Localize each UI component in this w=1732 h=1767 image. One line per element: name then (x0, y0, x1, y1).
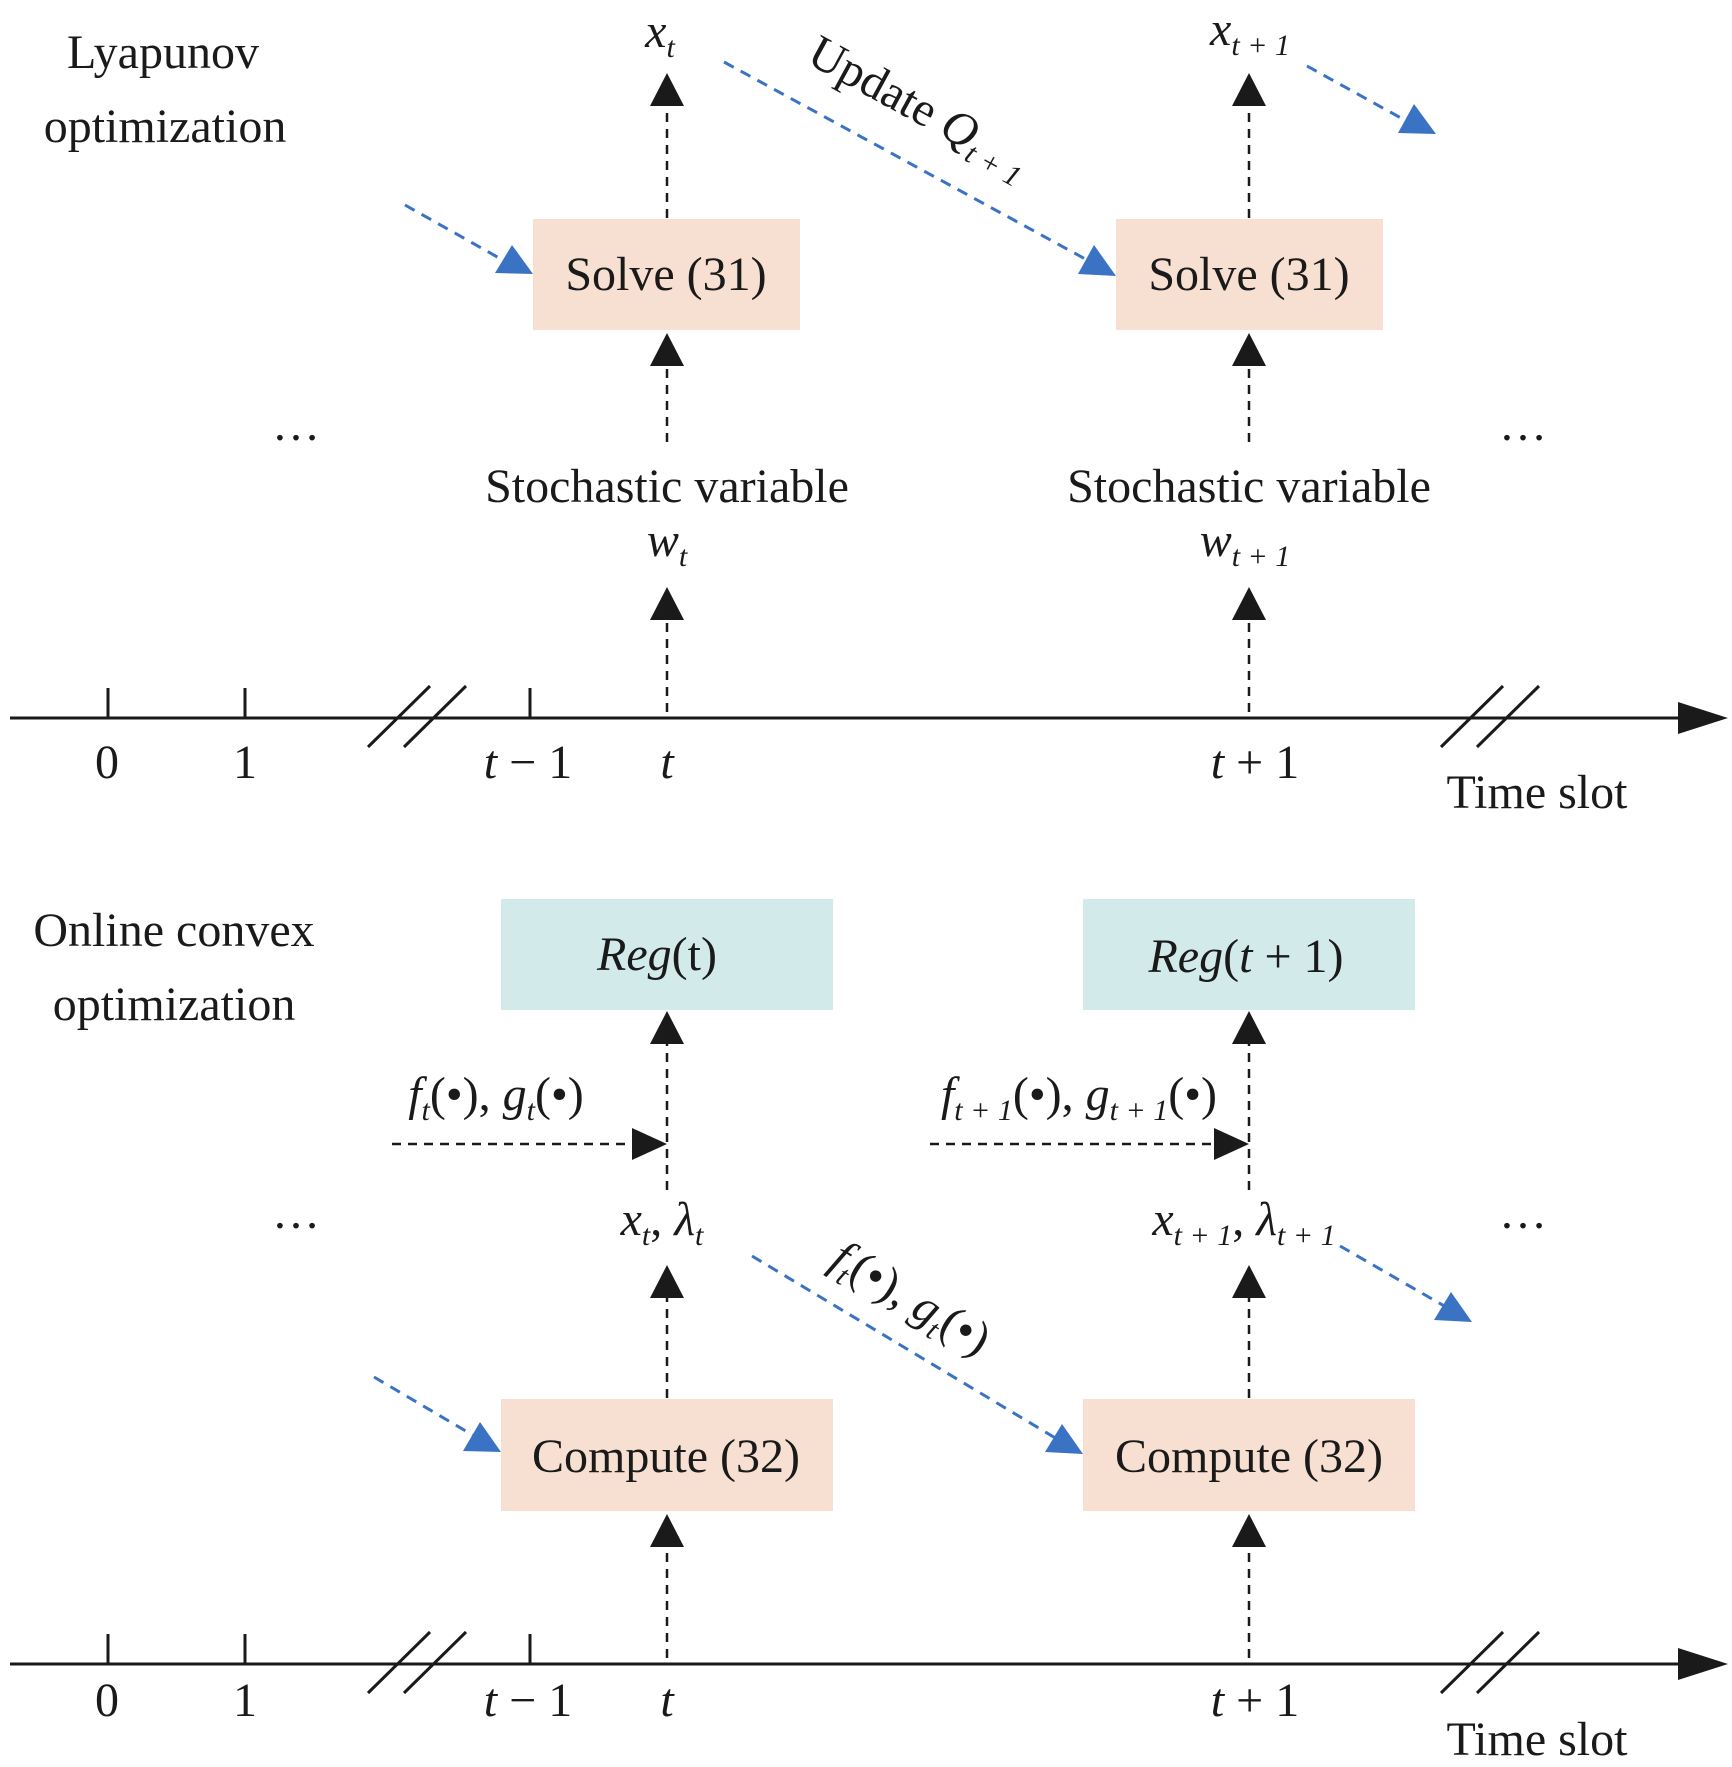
blue-arrowhead-out-right-top (1398, 104, 1436, 134)
ellipsis-left-bottom: … (272, 1186, 320, 1239)
break-mark-left-a (366, 1630, 432, 1695)
regret-box-t1 (1083, 899, 1415, 1010)
lyapunov-title-line1: Lyapunov (67, 26, 259, 79)
arrowhead-w-t1 (1232, 587, 1266, 620)
stochastic-variable-w-t: wt (647, 514, 688, 573)
blue-arrow-update-q (723, 60, 1090, 263)
blue-arrowhead-into-compute-t (463, 1422, 501, 1452)
blue-arrowhead-into-solve-t (495, 245, 533, 274)
axis-label-time-slot: Time slot (1447, 766, 1629, 819)
tick-label-t: t (660, 1674, 675, 1727)
compute-box-t1-label: Compute (32) (1115, 1430, 1383, 1483)
oco-panel: Online convex optimization 0 1 t − 1 t t… (10, 899, 1728, 1766)
arrowhead-x-t (650, 73, 684, 106)
tick-label-1: 1 (233, 1674, 257, 1727)
time-axis-bottom: 0 1 t − 1 t t + 1 Time slot (10, 1630, 1728, 1766)
tick-label-t-minus-1: t − 1 (484, 1674, 572, 1727)
arrowhead-x-t1 (1232, 73, 1266, 106)
ellipsis-right-top: … (1499, 398, 1547, 451)
tick-label-t: t (660, 736, 675, 789)
oco-title-line1: Online convex (33, 904, 314, 957)
lyapunov-panel: Lyapunov optimization 0 1 t − 1 t t + 1 … (10, 3, 1728, 819)
tick-label-t-minus-1: t − 1 (484, 736, 572, 789)
axis-arrowhead (1678, 1648, 1728, 1680)
pass-f-g-label: ft(•), gt(•) (819, 1230, 1000, 1371)
arrowhead-compute-in-t (650, 1514, 684, 1547)
break-mark-right-b (1475, 1630, 1541, 1695)
arrowhead-solve-in-t (650, 333, 684, 366)
break-mark-left-b (402, 1630, 468, 1695)
output-x-t1: xt + 1 (1209, 3, 1290, 62)
stochastic-variable-label-t1: Stochastic variable (1067, 460, 1431, 513)
time-axis-top: 0 1 t − 1 t t + 1 Time slot (10, 684, 1728, 819)
blue-arrowhead-pass-f-g (1045, 1424, 1083, 1454)
solve-box-t-label: Solve (31) (565, 248, 766, 301)
ellipsis-right-bottom: … (1499, 1186, 1547, 1239)
arrowhead-regret-t (650, 1011, 684, 1044)
break-mark-right-b (1475, 684, 1541, 749)
arrowhead-solve-in-t1 (1232, 333, 1266, 366)
decision-x-lambda-t1: xt + 1, λt + 1 (1151, 1193, 1335, 1252)
blue-arrowhead-out-right-bottom (1434, 1292, 1472, 1322)
blue-arrow-into-compute-t (373, 1375, 477, 1439)
tick-label-t-plus-1: t + 1 (1211, 736, 1299, 789)
blue-arrowhead-update-q (1078, 245, 1116, 276)
break-mark-right-a (1439, 684, 1505, 749)
arrowhead-decision-t (650, 1265, 684, 1298)
solve-box-t1 (1116, 219, 1383, 330)
solve-box-t (533, 219, 800, 330)
tick-label-0: 0 (95, 736, 119, 789)
blue-arrow-out-right-top (1306, 64, 1411, 125)
arrowhead-compute-in-t1 (1232, 1514, 1266, 1547)
axis-arrowhead (1678, 702, 1728, 734)
break-mark-left-a (366, 684, 432, 749)
feedback-f-g-t: ft(•), gt(•) (408, 1068, 584, 1127)
compute-box-t1 (1083, 1399, 1415, 1511)
oco-title-line2: optimization (53, 978, 296, 1031)
axis-label-time-slot: Time slot (1447, 1713, 1629, 1766)
decision-x-lambda-t: xt, λt (620, 1193, 704, 1252)
compute-box-t (501, 1399, 833, 1511)
blue-arrow-into-solve-t (404, 203, 509, 265)
arrowhead-feedback-t1 (1214, 1128, 1249, 1160)
blue-arrow-pass-f-g (751, 1254, 1058, 1441)
tick-label-1: 1 (233, 736, 257, 789)
compute-box-t-label: Compute (32) (532, 1430, 800, 1483)
lyapunov-title-line2: optimization (44, 100, 287, 153)
arrowhead-feedback-t (632, 1128, 667, 1160)
blue-arrow-out-right-bottom (1339, 1244, 1447, 1309)
solve-box-t1-label: Solve (31) (1148, 248, 1349, 301)
regret-box-t1-label: Reg(t + 1) (1147, 930, 1343, 983)
break-mark-left-b (402, 684, 468, 749)
regret-box-t (501, 899, 833, 1010)
tick-label-0: 0 (95, 1674, 119, 1727)
ellipsis-left-top: … (272, 398, 320, 451)
stochastic-variable-label-t: Stochastic variable (485, 460, 849, 513)
tick-label-t-plus-1: t + 1 (1211, 1674, 1299, 1727)
update-q-label: Update Qt + 1 (797, 25, 1039, 194)
arrowhead-decision-t1 (1232, 1265, 1266, 1298)
feedback-f-g-t1: ft + 1(•), gt + 1(•) (941, 1068, 1217, 1127)
regret-box-t-label: Reg(t) (596, 928, 717, 981)
break-mark-right-a (1439, 1630, 1505, 1695)
arrowhead-w-t (650, 587, 684, 620)
stochastic-variable-w-t1: wt + 1 (1200, 514, 1291, 573)
output-x-t: xt (644, 5, 675, 64)
arrowhead-regret-t1 (1232, 1011, 1266, 1044)
